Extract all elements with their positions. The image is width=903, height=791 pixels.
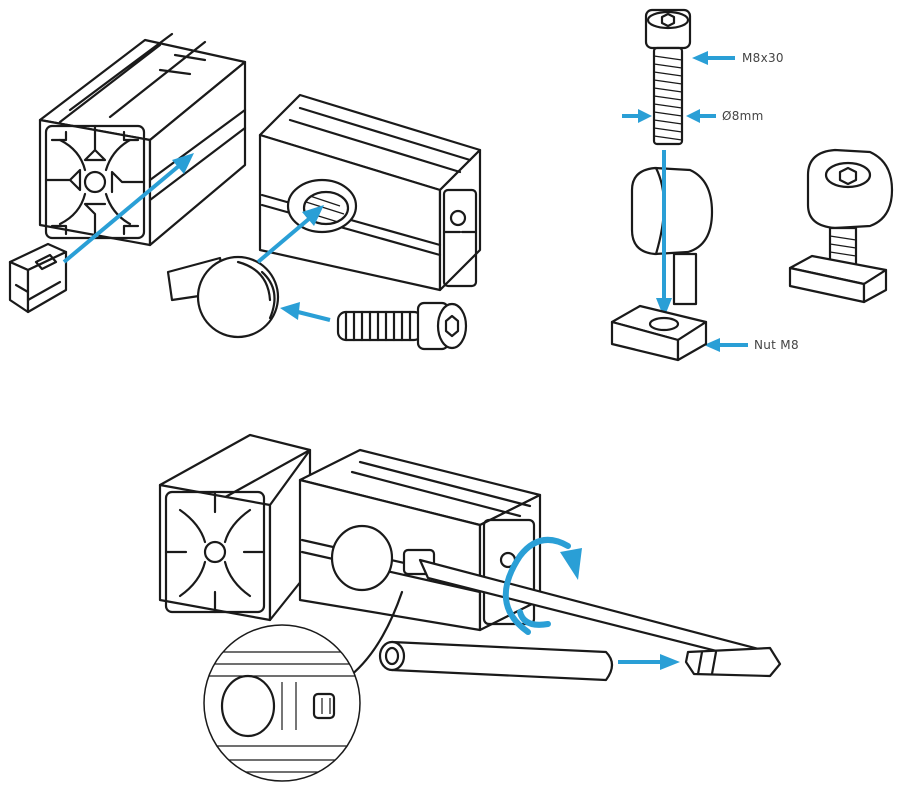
nut-m8 <box>610 304 708 362</box>
bolt-m8x30 <box>644 8 692 146</box>
profile-left <box>38 32 247 247</box>
label-diameter: Ø8mm <box>722 109 764 123</box>
arrow-pipe-slide <box>618 654 680 670</box>
connector-assembled <box>788 148 894 304</box>
rotate-arrow-icon <box>502 536 582 635</box>
dimension-callouts: M8x30 Ø8mm Nut M8 <box>622 51 799 352</box>
pipe-tool <box>378 640 614 682</box>
arrow-connector-insert <box>256 205 324 264</box>
assembled-joint <box>158 433 542 632</box>
arrow-screw-insert <box>280 302 331 322</box>
zoom-leader <box>348 590 404 678</box>
arrow-nut-insert <box>62 153 194 264</box>
profile-bored <box>258 93 482 292</box>
arrow-vertical-assembly <box>656 150 672 318</box>
label-bolt-size: M8x30 <box>742 51 784 65</box>
connector-vertical <box>630 166 714 306</box>
connector-body <box>166 255 280 339</box>
t-slot-nut-small <box>8 242 68 314</box>
hex-socket-screw <box>336 301 468 351</box>
zoom-detail <box>203 624 361 782</box>
label-nut: Nut M8 <box>754 338 799 352</box>
